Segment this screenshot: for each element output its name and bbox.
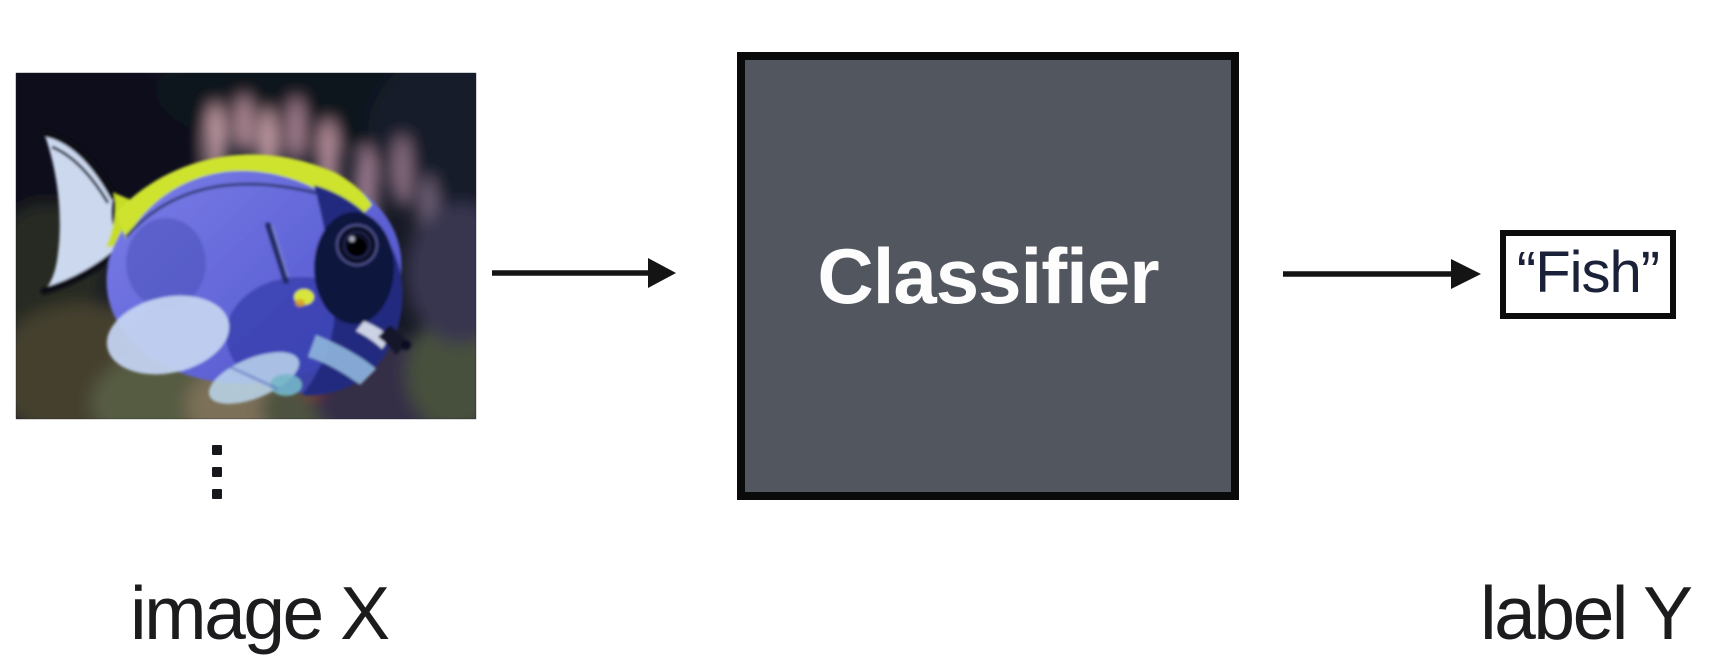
- input-caption: image X: [130, 571, 390, 655]
- input-arrow-icon: [490, 253, 678, 293]
- ellipsis-dot: [212, 445, 222, 455]
- fish-figure: [40, 129, 411, 404]
- classifier-box: Classifier: [737, 52, 1239, 500]
- ellipsis-dot: [212, 467, 222, 477]
- more-images-ellipsis: [212, 445, 222, 499]
- prediction-label: “Fish”: [1516, 240, 1660, 305]
- classifier-label: Classifier: [817, 231, 1159, 320]
- ellipsis-dot: [212, 489, 222, 499]
- output-arrow-icon: [1281, 254, 1483, 294]
- fish-photo: [16, 73, 476, 419]
- fish-illustration: [16, 73, 476, 419]
- prediction-box: “Fish”: [1500, 230, 1676, 319]
- output-caption: label Y: [1480, 571, 1693, 655]
